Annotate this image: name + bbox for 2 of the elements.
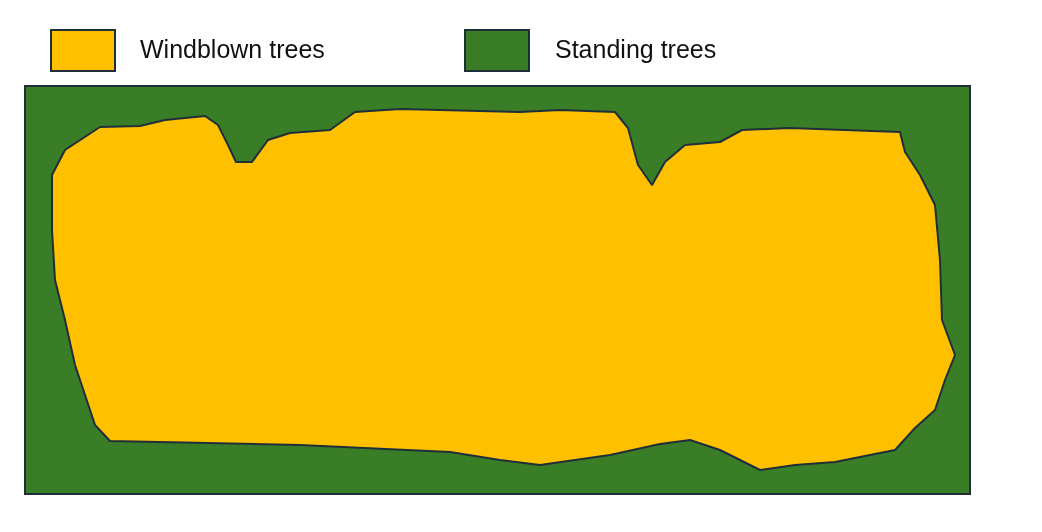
legend-label: Windblown trees bbox=[140, 34, 325, 64]
legend-label: Standing trees bbox=[555, 34, 717, 64]
